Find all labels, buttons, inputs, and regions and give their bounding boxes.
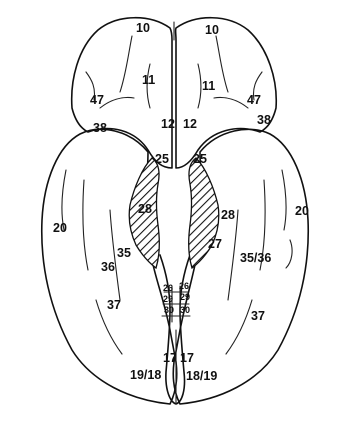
label-area-29-left: 29 — [163, 294, 173, 304]
label-area-36-left: 36 — [101, 260, 115, 274]
label-area-19-18-left: 19/18 — [130, 368, 161, 382]
label-area-20-right: 20 — [295, 204, 309, 218]
label-area-35-left: 35 — [117, 246, 131, 260]
label-area-38-right: 38 — [257, 113, 271, 127]
label-area-11-left: 11 — [142, 73, 155, 87]
label-area-26-left: 26 — [163, 283, 173, 293]
label-area-17-left: 17 — [163, 351, 177, 365]
label-area-11-right: 11 — [202, 79, 215, 93]
label-area-17-right: 17 — [180, 351, 194, 365]
label-area-37-left: 37 — [107, 298, 121, 312]
label-area-37-right: 37 — [251, 309, 265, 323]
label-area-38-left: 38 — [93, 121, 107, 135]
label-area-12-right: 12 — [183, 117, 197, 131]
label-area-28-right: 28 — [221, 208, 235, 222]
label-area-12-left: 12 — [161, 117, 175, 131]
label-area-18-19-right: 18/19 — [186, 369, 217, 383]
label-area-30-left: 30 — [164, 305, 174, 315]
label-area-30-right: 30 — [180, 305, 190, 315]
label-area-29-right: 29 — [180, 292, 190, 302]
label-area-20-left: 20 — [53, 221, 67, 235]
label-area-25-left: 25 — [155, 152, 169, 166]
label-area-27: 27 — [208, 237, 222, 251]
label-area-10-left: 10 — [136, 21, 150, 35]
label-area-25-right: 25 — [193, 152, 207, 166]
label-area-26-right: 26 — [179, 281, 189, 291]
left-frontal-lobe-outline — [72, 18, 172, 168]
label-area-28-left: 28 — [138, 202, 152, 216]
right-frontal-lobe-outline — [176, 18, 277, 168]
right-hatched-region-28 — [189, 158, 219, 268]
label-area-10-right: 10 — [205, 23, 219, 37]
label-area-47-left: 47 — [90, 93, 104, 107]
label-area-35-36-right: 35/36 — [240, 251, 271, 265]
label-area-47-right: 47 — [247, 93, 261, 107]
